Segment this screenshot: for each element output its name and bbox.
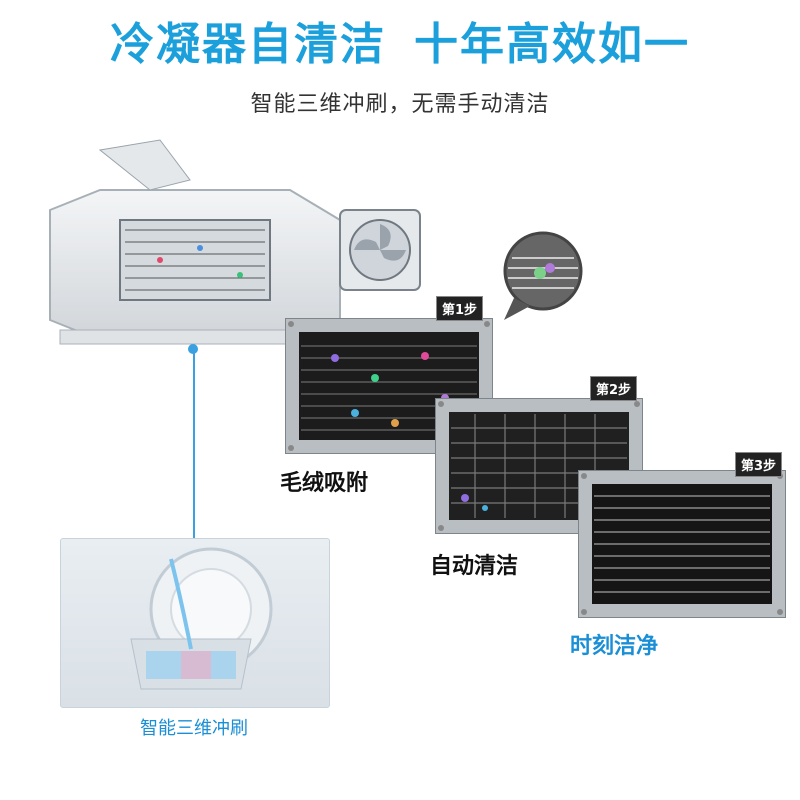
title-part-1: 冷凝器自清洁 (110, 19, 386, 70)
connector-dot (188, 344, 198, 354)
step1-caption: 毛绒吸附 (280, 471, 369, 496)
step3-filter-panel (578, 470, 786, 618)
step2-tag: 第2步 (590, 376, 638, 401)
connector-line (193, 350, 195, 550)
page-subtitle: 智能三维冲刷，无需手动清洁 (250, 92, 550, 117)
page-title: 冷凝器自清洁十年高效如一 (0, 8, 800, 72)
condenser-machine-illustration (49, 139, 421, 345)
washer-drum-illustration (130, 547, 273, 690)
zoom-bubble-illustration (503, 231, 583, 320)
inset-washer-illustration (60, 538, 330, 708)
step3-caption: 时刻洁净 (570, 634, 659, 659)
step2-caption: 自动清洁 (430, 554, 519, 579)
step3-tag: 第3步 (735, 452, 783, 477)
step1-tag: 第1步 (436, 296, 484, 321)
inset-caption: 智能三维冲刷 (140, 718, 248, 739)
title-part-2: 十年高效如一 (414, 19, 690, 70)
